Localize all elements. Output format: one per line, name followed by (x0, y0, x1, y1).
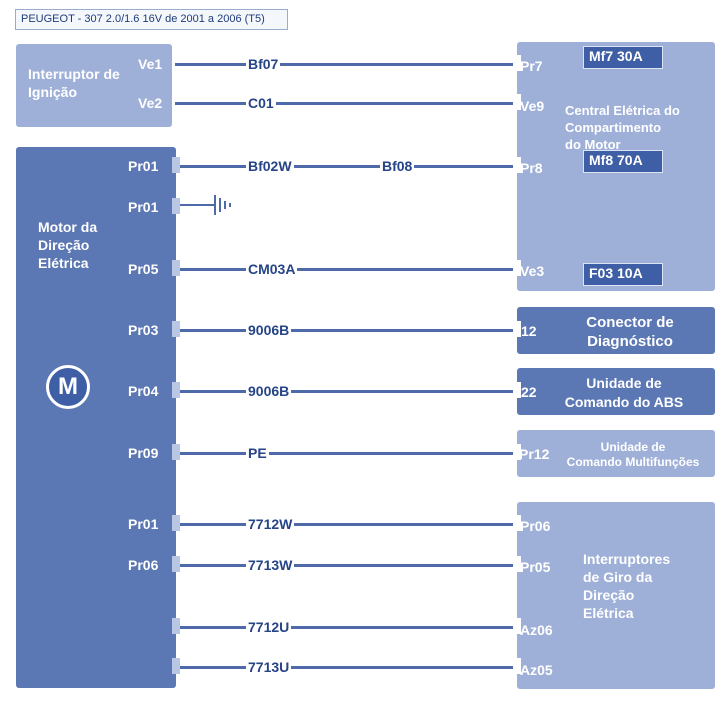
connector-tab (172, 321, 180, 337)
wire-label: 7713U (246, 659, 292, 675)
wire-9006b-abs (175, 390, 520, 393)
wire-7713w (175, 564, 520, 567)
abs-unit-box: 22 Unidade de Comando do ABS (517, 368, 715, 415)
steering-motor-box: Motor da Direção Elétrica Pr01 Pr01 Pr05… (16, 147, 176, 688)
pin-12: 12 (521, 323, 537, 339)
pin-pr8: Pr8 (520, 160, 543, 176)
wire-label: Bf02W (246, 158, 294, 174)
wire-label: 7712U (246, 619, 292, 635)
pin-22: 22 (521, 384, 537, 400)
connector-tab (172, 382, 180, 398)
pin-pr06-switch: Pr06 (520, 518, 551, 534)
pin-pr09: Pr09 (128, 445, 159, 461)
connector-tab (513, 260, 521, 276)
motor-icon: M (46, 365, 90, 409)
wire-label: Bf07 (246, 56, 281, 72)
pin-ve9: Ve9 (520, 98, 545, 114)
pin-pr01: Pr01 (128, 158, 159, 174)
abs-unit-label: Unidade de Comando do ABS (564, 375, 684, 410)
wire-9006b-diag (175, 329, 520, 332)
connector-tab (172, 658, 180, 674)
wire-7712w (175, 523, 520, 526)
pin-pr04: Pr04 (128, 383, 159, 399)
page-title: PEUGEOT - 307 2.0/1.6 16V de 2001 a 2006… (15, 9, 288, 30)
connector-tab (513, 94, 521, 110)
connector-tab (172, 157, 180, 173)
fuse-f03: F03 10A (583, 263, 663, 286)
diag-connector-label: Conector de Diagnóstico (586, 314, 674, 350)
wire-bf02w-bf08 (175, 165, 520, 168)
steering-motor-label: Motor da Direção Elétrica (38, 219, 98, 271)
connector-tab (513, 321, 521, 337)
wire-7712u (175, 626, 520, 629)
connector-tab (513, 157, 521, 173)
wire-label: Bf08 (380, 158, 415, 174)
pin-pr12: Pr12 (519, 446, 550, 462)
ignition-switch-label: Interruptor de Ignição (28, 66, 120, 100)
central-electric-label: Central Elétrica do Compartimento do Mot… (565, 103, 680, 152)
pin-ve3: Ve3 (520, 263, 545, 279)
connector-tab (513, 515, 521, 531)
connector-tab (513, 618, 521, 634)
pin-pr01-ground: Pr01 (128, 199, 159, 215)
wire-label: PE (246, 445, 269, 461)
connector-tab (172, 198, 180, 214)
connector-tab (172, 515, 180, 531)
connector-tab (172, 618, 180, 634)
wire-cm03a (175, 268, 520, 271)
connector-tab (513, 55, 521, 71)
diag-connector-box: 12 Conector de Diagnóstico (517, 307, 715, 354)
wire-pe (175, 452, 520, 455)
pin-pr05-switch: Pr05 (520, 559, 551, 575)
wire-label: 9006B (246, 383, 292, 399)
connector-tab (172, 444, 180, 460)
wire-label: C01 (246, 95, 276, 111)
pin-az05: Az05 (520, 662, 553, 678)
pin-pr7: Pr7 (520, 58, 543, 74)
connector-tab (172, 556, 180, 572)
wire-label: CM03A (246, 261, 298, 277)
multifunction-unit-box: Pr12 Unidade de Comando Multifunções (517, 430, 715, 477)
pin-pr05: Pr05 (128, 261, 159, 277)
steering-switches-label: Interruptores de Giro da Direção Elétric… (583, 551, 671, 621)
connector-tab (513, 382, 521, 398)
pin-ve2: Ve2 (138, 95, 163, 111)
connector-tab (172, 260, 180, 276)
multifunction-unit-label: Unidade de Comando Multifunções (566, 440, 700, 469)
connector-tab (513, 444, 521, 460)
pin-pr03: Pr03 (128, 322, 159, 338)
ignition-switch-box: Interruptor de Ignição Ve1 Ve2 (16, 44, 172, 127)
steering-switches-box: Interruptores de Giro da Direção Elétric… (517, 502, 715, 689)
wire-label: 7712W (246, 516, 295, 532)
pin-ve1: Ve1 (138, 56, 163, 72)
wire-label: 9006B (246, 322, 292, 338)
wire-7713u (175, 666, 520, 669)
fuse-mf7: Mf7 30A (583, 46, 663, 69)
wire-label: 7713W (246, 557, 295, 573)
wire-bf07 (175, 63, 520, 66)
pin-pr06: Pr06 (128, 557, 159, 573)
wire-c01 (175, 102, 520, 105)
connector-tab (513, 658, 521, 674)
connector-tab (513, 556, 521, 572)
ground-icon (178, 195, 231, 215)
pin-pr01-switch: Pr01 (128, 516, 159, 532)
fuse-mf8: Mf8 70A (583, 150, 663, 173)
pin-az06: Az06 (520, 622, 553, 638)
